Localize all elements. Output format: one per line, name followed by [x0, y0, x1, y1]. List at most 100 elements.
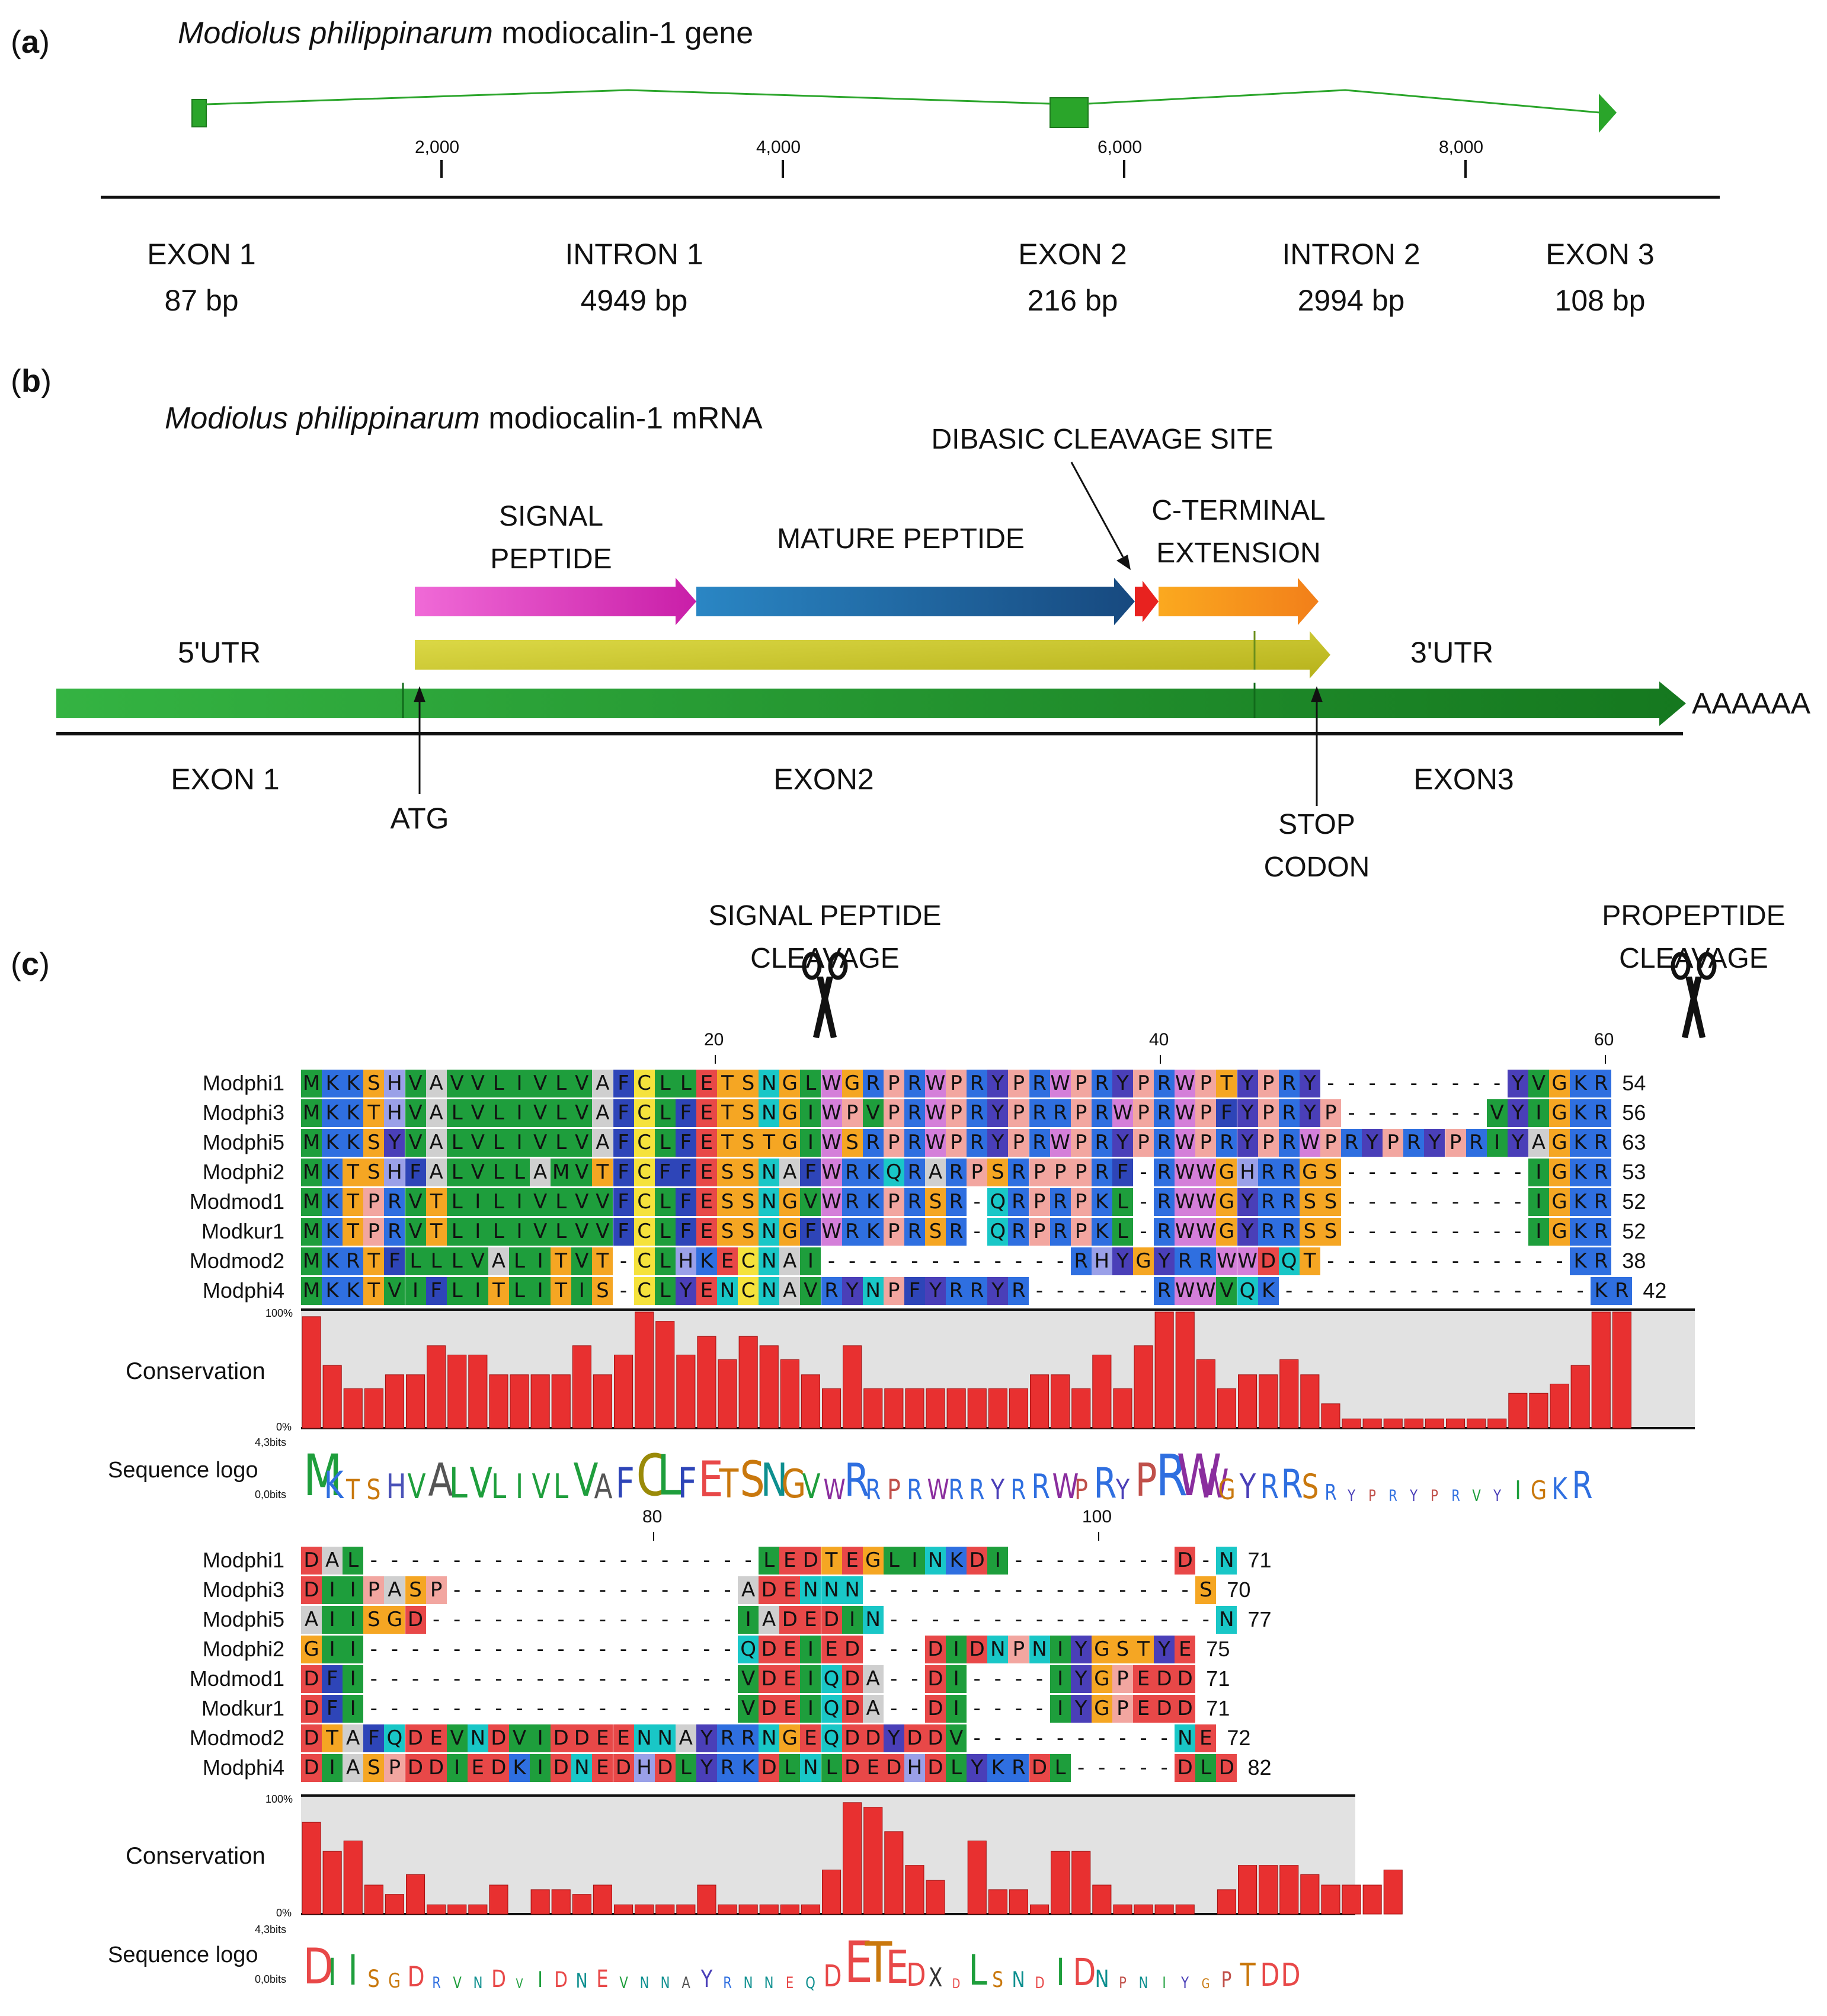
residue-cell: A — [425, 1070, 447, 1097]
logo-letter: P — [1074, 1473, 1088, 1506]
logo-letter: V — [469, 1458, 492, 1508]
residue-cell: D — [841, 1724, 863, 1752]
residue-cell: F — [613, 1188, 634, 1216]
alignment-gap: - — [578, 1667, 585, 1691]
residue-cell: N — [654, 1724, 676, 1752]
residue-cell: R — [1091, 1070, 1112, 1097]
residue-cell: R — [904, 1218, 925, 1246]
alignment-gap: - — [1514, 1249, 1522, 1273]
residue-cell: D — [1258, 1247, 1279, 1275]
residue-cell: R — [1278, 1070, 1300, 1097]
residue-cell: E — [425, 1724, 447, 1752]
residue-cell: Y — [675, 1277, 696, 1305]
residue-cell: S — [925, 1218, 946, 1246]
residue-cell: I — [1528, 1159, 1549, 1186]
residue-cell: V — [446, 1724, 468, 1752]
residue-cell: K — [322, 1099, 343, 1127]
residue-cell: M — [301, 1159, 322, 1186]
conservation-bar — [1321, 1884, 1340, 1915]
alignment-gap: - — [1493, 1249, 1501, 1273]
logo-letter: N — [1138, 1973, 1148, 1992]
residue-cell: R — [1029, 1129, 1050, 1157]
alignment-gap: - — [1035, 1578, 1044, 1602]
residue-cell: R — [904, 1070, 925, 1097]
alignment-gap: - — [827, 1249, 836, 1273]
alignment-gap: - — [973, 1608, 981, 1631]
conservation-bar — [1321, 1403, 1340, 1429]
residue-cell: N — [759, 1159, 780, 1186]
residue-cell: G — [841, 1070, 863, 1097]
residue-cell: Q — [1237, 1277, 1258, 1305]
residue-cell: S — [363, 1159, 385, 1186]
alignment-gap: - — [599, 1608, 607, 1631]
residue-cell: R — [717, 1754, 738, 1782]
conservation-bar — [926, 1880, 945, 1915]
alignment-gap: - — [973, 1220, 981, 1243]
alignment-gap: - — [619, 1578, 628, 1602]
residue-cell: C — [633, 1099, 655, 1127]
conservation-plot-block2 — [301, 1794, 1403, 1915]
alignment-gap: - — [1389, 1279, 1397, 1303]
residue-cell: K — [1258, 1277, 1279, 1305]
residue-cell: A — [862, 1665, 884, 1693]
residue-cell: V — [467, 1129, 488, 1157]
alignment-gap: - — [1015, 1578, 1023, 1602]
residue-cell: E — [800, 1606, 821, 1634]
residue-cell: D — [551, 1724, 572, 1752]
residue-cell: V — [738, 1665, 759, 1693]
residue-cell: N — [759, 1247, 780, 1275]
residue-cell: G — [301, 1636, 322, 1663]
logo-letter: A — [681, 1973, 690, 1992]
sequence-length: 82 — [1247, 1755, 1272, 1780]
logo-letter: A — [594, 1467, 613, 1507]
conservation-bar — [322, 1851, 342, 1915]
logo-letter: L — [553, 1467, 569, 1507]
alignment-gap: - — [370, 1697, 377, 1720]
alignment-gap: - — [1015, 1608, 1023, 1631]
residue-cell: I — [800, 1099, 821, 1127]
residue-cell: E — [592, 1754, 613, 1782]
logo-letter: F — [615, 1458, 635, 1508]
residue-cell: P — [883, 1188, 904, 1216]
logo-letter: W — [927, 1473, 949, 1506]
residue-cell: Q — [1278, 1247, 1300, 1275]
residue-cell: G — [779, 1188, 801, 1216]
conservation-bar — [1030, 1374, 1050, 1429]
alignment-gap: - — [495, 1637, 503, 1661]
residue-cell: V — [571, 1159, 593, 1186]
residue-cell: L — [446, 1188, 468, 1216]
residue-cell: I — [1528, 1188, 1549, 1216]
alignment-gap: - — [1035, 1667, 1044, 1691]
residue-cell: V — [738, 1695, 759, 1723]
residue-cell: W — [1175, 1099, 1196, 1127]
residue-cell: E — [779, 1547, 801, 1575]
alignment-gap: - — [1077, 1548, 1085, 1572]
residue-cell: I — [841, 1606, 863, 1634]
residue-cell: P — [363, 1188, 385, 1216]
logo-letter: R — [1324, 1480, 1337, 1506]
conservation-bar — [1342, 1418, 1361, 1429]
residue-cell: W — [1195, 1188, 1217, 1216]
conservation-bar — [1487, 1418, 1507, 1429]
residue-cell: N — [759, 1099, 780, 1127]
panel-c-label: (c) — [11, 946, 50, 982]
alignment-gap: - — [432, 1697, 440, 1720]
alignment-gap: - — [1015, 1697, 1023, 1720]
gene-model — [191, 89, 1617, 133]
residue-cell: V — [862, 1099, 884, 1127]
logo-letter: S — [992, 1967, 1004, 1993]
residue-cell: T — [363, 1247, 385, 1275]
conservation-bar — [593, 1374, 613, 1429]
alignment-gap: - — [703, 1667, 711, 1691]
residue-cell: H — [904, 1754, 925, 1782]
conservation-bar — [946, 1388, 966, 1429]
residue-cell: F — [675, 1218, 696, 1246]
residue-cell: V — [405, 1188, 426, 1216]
residue-cell: S — [1299, 1188, 1320, 1216]
logo-letter: G — [1218, 1473, 1236, 1506]
alignment-gap: - — [599, 1667, 607, 1691]
residue-cell: T — [343, 1188, 364, 1216]
logo-letter: N — [575, 1969, 588, 1993]
